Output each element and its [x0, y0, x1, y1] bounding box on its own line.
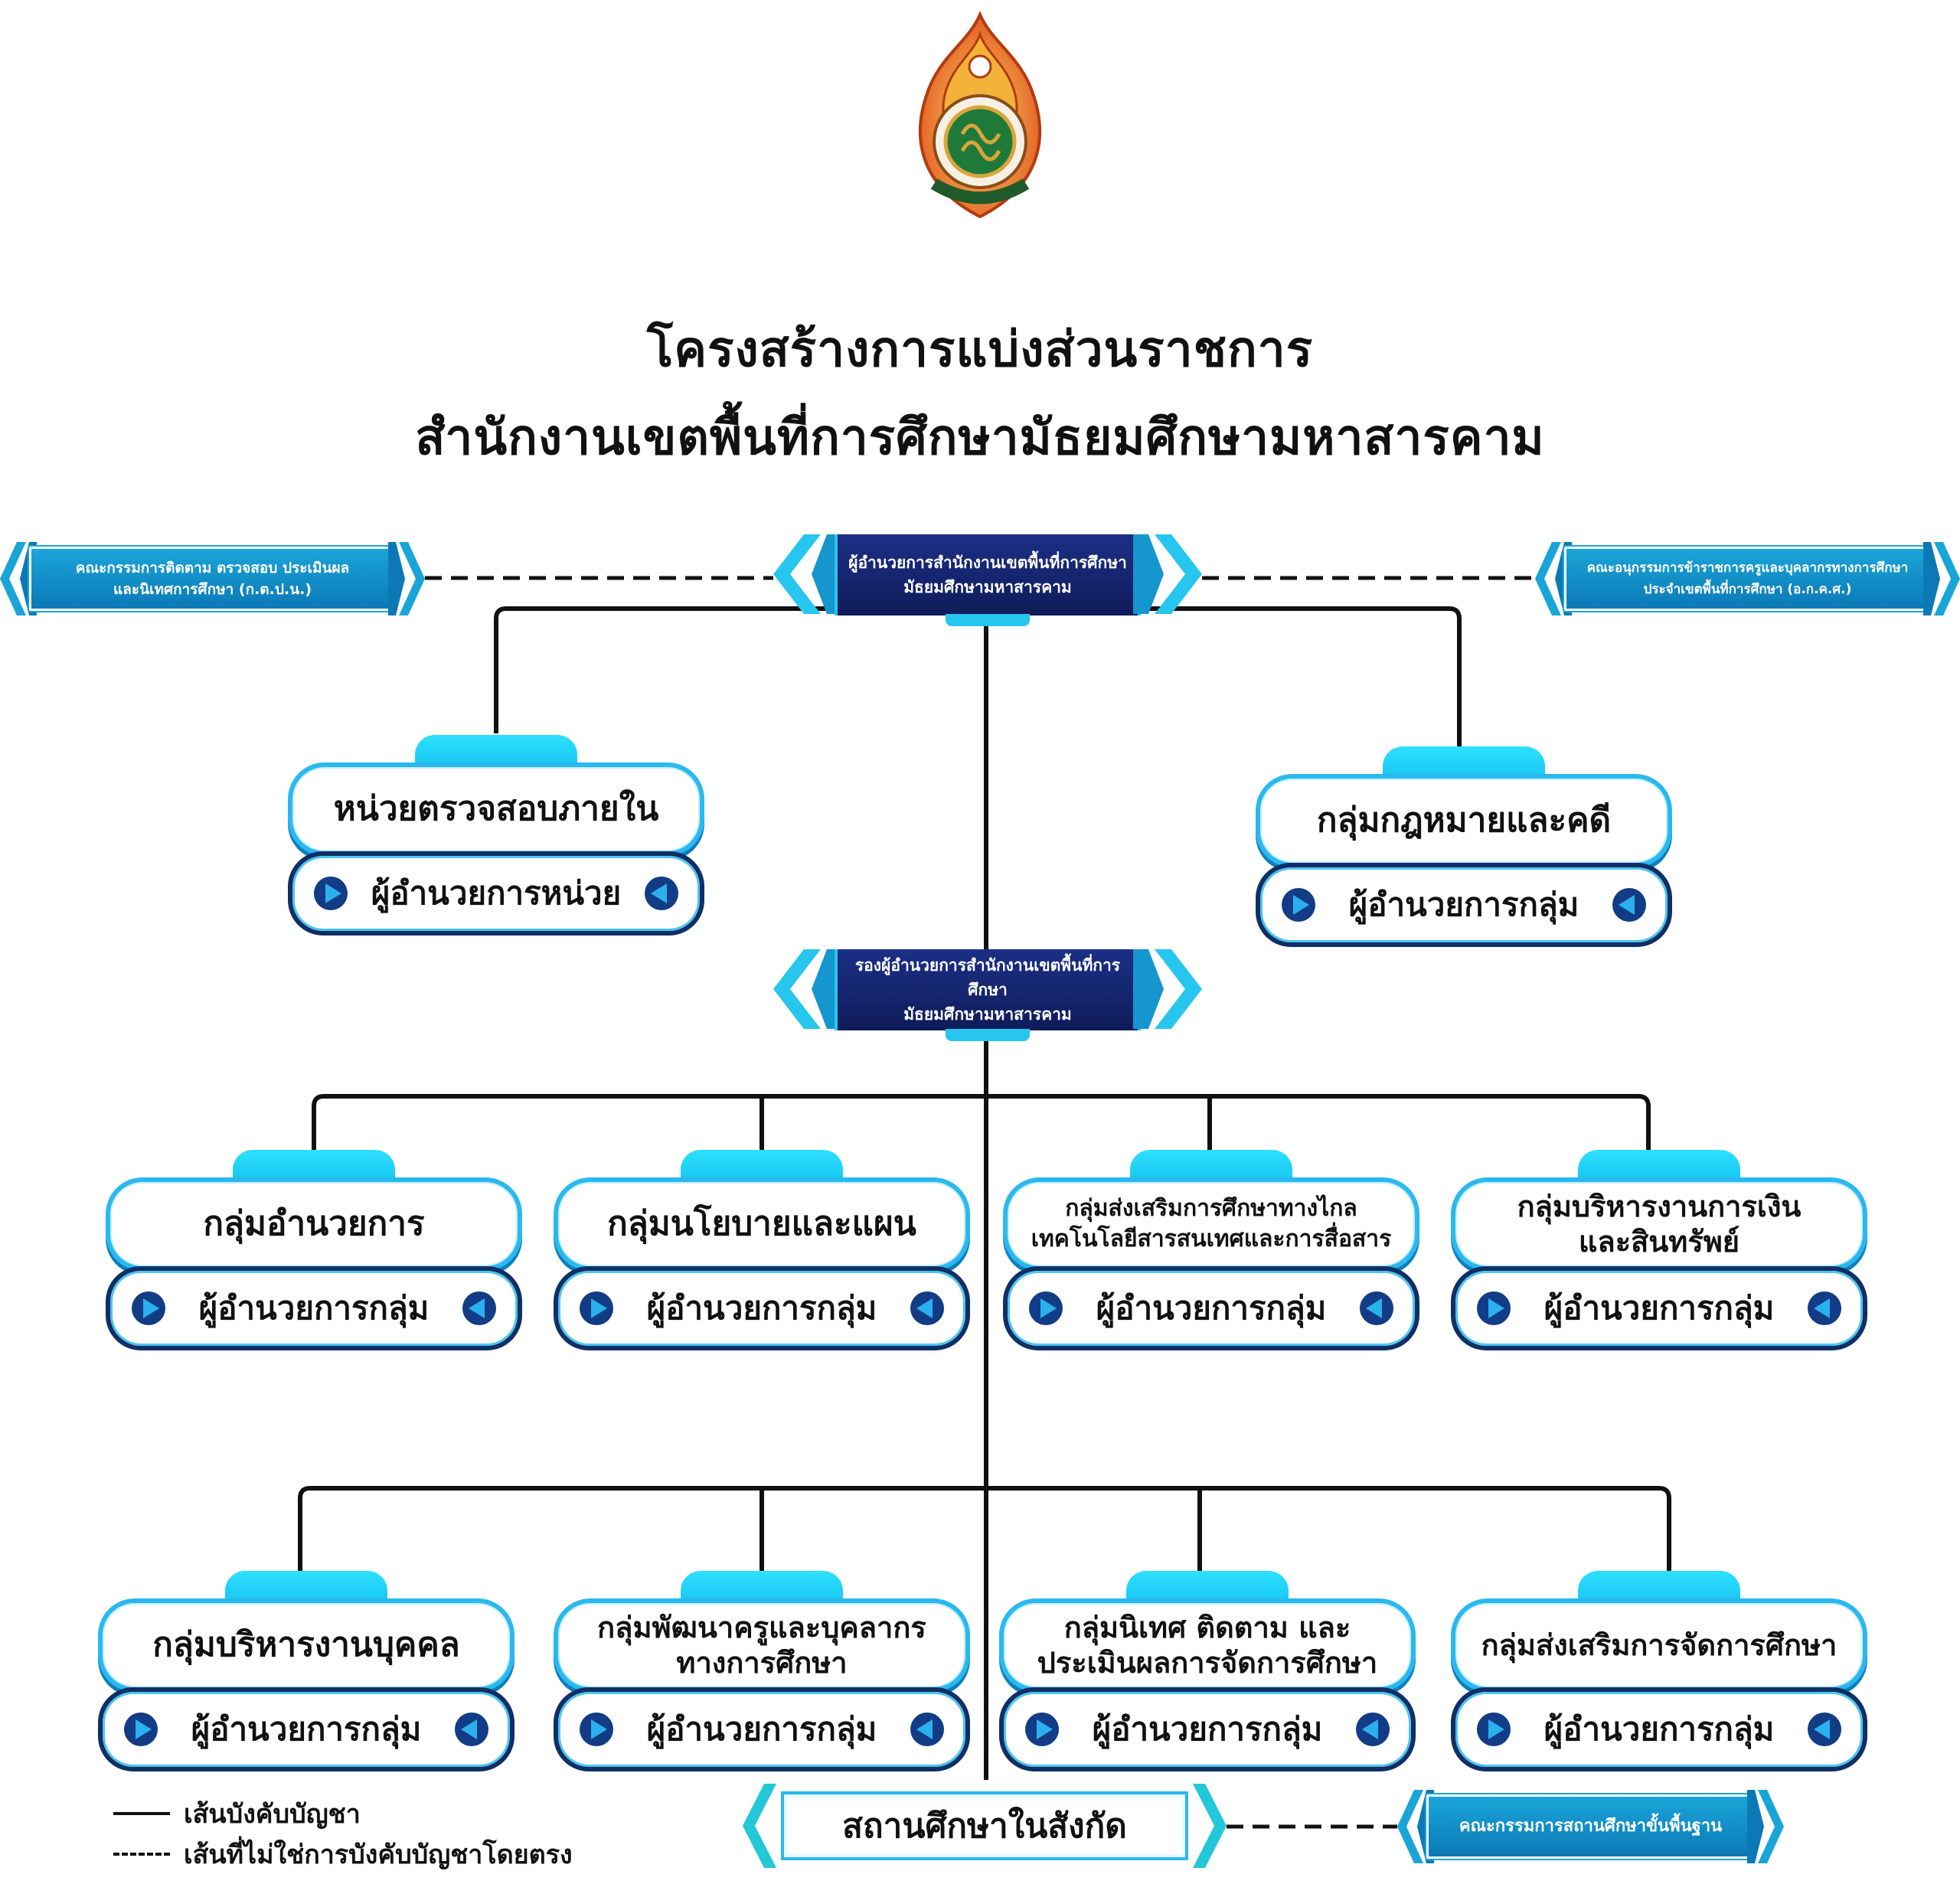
- deputy-banner: รองผู้อำนวยการสำนักงานเขตพื้นที่การศึกษา…: [773, 949, 1202, 1041]
- chevron-left-icon: [773, 534, 842, 614]
- chevron-left-icon: [743, 1784, 776, 1868]
- play-right-icon: [1025, 1713, 1059, 1746]
- play-right-icon: [1477, 1291, 1511, 1325]
- deputy-tab: [946, 1029, 1030, 1041]
- unit-head: ผู้อำนวยการกลุ่ม: [1256, 863, 1672, 947]
- play-right-icon: [314, 877, 348, 910]
- director-title-line1: ผู้อำนวยการสำนักงานเขตพื้นที่การศึกษา: [848, 553, 1127, 572]
- play-left-icon: [1808, 1713, 1841, 1746]
- unit-head: ผู้อำนวยการกลุ่ม: [1451, 1266, 1867, 1350]
- unit-head: ผู้อำนวยการหน่วย: [288, 851, 704, 935]
- play-right-icon: [132, 1291, 165, 1325]
- unit-finance-assets: กลุ่มบริหารงานการเงิน และสินทรัพย์ ผู้อำ…: [1451, 1150, 1867, 1350]
- unit-name: กลุ่มพัฒนาครูและบุคลากร ทางการศึกษา: [554, 1598, 970, 1692]
- unit-head: ผู้อำนวยการกลุ่ม: [1003, 1266, 1419, 1350]
- play-left-icon: [1808, 1291, 1841, 1325]
- unit-internal-audit: หน่วยตรวจสอบภายใน ผู้อำนวยการหน่วย: [288, 735, 704, 935]
- deputy-title-line1: รองผู้อำนวยการสำนักงานเขตพื้นที่การศึกษา: [854, 956, 1121, 999]
- legend-solid-line: [113, 1812, 170, 1815]
- chevron-right-icon: [1133, 534, 1202, 614]
- unit-head: ผู้อำนวยการกลุ่ม: [999, 1687, 1416, 1771]
- chevron-right-icon: [1193, 1784, 1227, 1868]
- page-title-line1: โครงสร้างการแบ่งส่วนราชการ: [646, 322, 1314, 378]
- chevron-left-icon: [773, 949, 842, 1029]
- play-left-icon: [910, 1291, 944, 1325]
- play-left-icon: [455, 1713, 488, 1746]
- unit-head: ผู้อำนวยการกลุ่ม: [106, 1266, 522, 1350]
- unit-name: กลุ่มกฎหมายและคดี: [1256, 774, 1672, 867]
- play-left-icon: [1356, 1713, 1390, 1746]
- basic-committee-label: คณะกรรมการสถานศึกษาขั้นพื้นฐาน: [1459, 1817, 1723, 1836]
- left-committee-banner: คณะกรรมการติดตาม ตรวจสอบ ประเมินผล และนิ…: [0, 542, 425, 615]
- play-right-icon: [1282, 888, 1315, 922]
- chevron-right-icon: [1923, 542, 1960, 615]
- chevron-right-icon: [388, 542, 425, 615]
- unit-name: กลุ่มบริหารงานบุคคล: [98, 1598, 514, 1692]
- unit-name: กลุ่มนโยบายและแผน: [554, 1177, 970, 1271]
- unit-admin: กลุ่มอำนวยการ ผู้อำนวยการกลุ่ม: [106, 1150, 522, 1350]
- chevron-right-icon: [1133, 949, 1202, 1029]
- unit-legal: กลุ่มกฎหมายและคดี ผู้อำนวยการกลุ่ม: [1256, 746, 1672, 947]
- legend-solid: เส้นบังคับบัญชา: [113, 1793, 361, 1834]
- obec-seal-logo: [907, 10, 1053, 226]
- unit-policy-plan: กลุ่มนโยบายและแผน ผู้อำนวยการกลุ่ม: [554, 1150, 970, 1350]
- left-committee-line2: และนิเทศการศึกษา (ก.ต.ป.น.): [113, 581, 312, 598]
- director-banner: ผู้อำนวยการสำนักงานเขตพื้นที่การศึกษา มั…: [773, 534, 1202, 626]
- schools-box: สถานศึกษาในสังกัด: [743, 1784, 1227, 1868]
- play-right-icon: [1477, 1713, 1511, 1746]
- branch-row2: [298, 1486, 1671, 1574]
- right-committee-banner: คณะอนุกรรมการข้าราชการครูและบุคลากรทางกา…: [1535, 542, 1960, 615]
- unit-education-promotion: กลุ่มส่งเสริมการจัดการศึกษา ผู้อำนวยการก…: [1451, 1571, 1867, 1771]
- legend-dashed: เส้นที่ไม่ใช่การบังคับบัญชาโดยตรง: [113, 1833, 573, 1875]
- right-committee-line2: ประจำเขตพื้นที่การศึกษา (อ.ก.ค.ศ.): [1643, 582, 1852, 597]
- play-left-icon: [1612, 888, 1646, 922]
- play-left-icon: [462, 1291, 496, 1325]
- unit-name: กลุ่มส่งเสริมการจัดการศึกษา: [1451, 1598, 1867, 1692]
- play-right-icon: [1029, 1291, 1063, 1325]
- play-left-icon: [645, 877, 678, 910]
- play-left-icon: [1360, 1291, 1393, 1325]
- unit-name: หน่วยตรวจสอบภายใน: [288, 762, 704, 856]
- unit-head: ผู้อำนวยการกลุ่ม: [1451, 1687, 1867, 1771]
- play-right-icon: [124, 1713, 158, 1746]
- unit-head: ผู้อำนวยการกลุ่ม: [554, 1687, 970, 1771]
- director-tab: [946, 614, 1030, 626]
- schools-label: สถานศึกษาในสังกัด: [842, 1807, 1127, 1846]
- branch-director: [494, 606, 1462, 749]
- left-committee-line1: คณะกรรมการติดตาม ตรวจสอบ ประเมินผล: [75, 560, 350, 576]
- director-title-line2: มัธยมศึกษามหาสารคาม: [903, 578, 1072, 596]
- branch-row1: [312, 1094, 1651, 1152]
- unit-teacher-development: กลุ่มพัฒนาครูและบุคลากร ทางการศึกษา ผู้อ…: [554, 1571, 970, 1771]
- basic-committee-banner: คณะกรรมการสถานศึกษาขั้นพื้นฐาน: [1397, 1790, 1784, 1863]
- play-left-icon: [910, 1713, 944, 1746]
- unit-name: กลุ่มอำนวยการ: [106, 1177, 522, 1271]
- legend-dashed-line: [113, 1853, 170, 1856]
- unit-supervision: กลุ่มนิเทศ ติดตาม และ ประเมินผลการจัดการ…: [999, 1571, 1416, 1771]
- unit-name: กลุ่มบริหารงานการเงิน และสินทรัพย์: [1451, 1177, 1867, 1271]
- play-right-icon: [580, 1713, 613, 1746]
- deputy-title-line2: มัธยมศึกษามหาสารคาม: [903, 1005, 1072, 1024]
- page-title-line2: สำนักงานเขตพื้นที่การศึกษามัธยมศึกษามหาส…: [415, 410, 1545, 466]
- play-right-icon: [580, 1291, 613, 1325]
- unit-personnel: กลุ่มบริหารงานบุคคล ผู้อำนวยการกลุ่ม: [98, 1571, 514, 1771]
- unit-head: ผู้อำนวยการกลุ่ม: [554, 1266, 970, 1350]
- unit-distance-ict: กลุ่มส่งเสริมการศึกษาทางไกล เทคโนโลยีสาร…: [1003, 1150, 1419, 1350]
- unit-head: ผู้อำนวยการกลุ่ม: [98, 1687, 514, 1771]
- unit-name: กลุ่มส่งเสริมการศึกษาทางไกล เทคโนโลยีสาร…: [1003, 1177, 1419, 1271]
- right-committee-line1: คณะอนุกรรมการข้าราชการครูและบุคลากรทางกา…: [1586, 560, 1909, 576]
- chevron-right-icon: [1747, 1790, 1784, 1863]
- unit-name: กลุ่มนิเทศ ติดตาม และ ประเมินผลการจัดการ…: [999, 1598, 1416, 1692]
